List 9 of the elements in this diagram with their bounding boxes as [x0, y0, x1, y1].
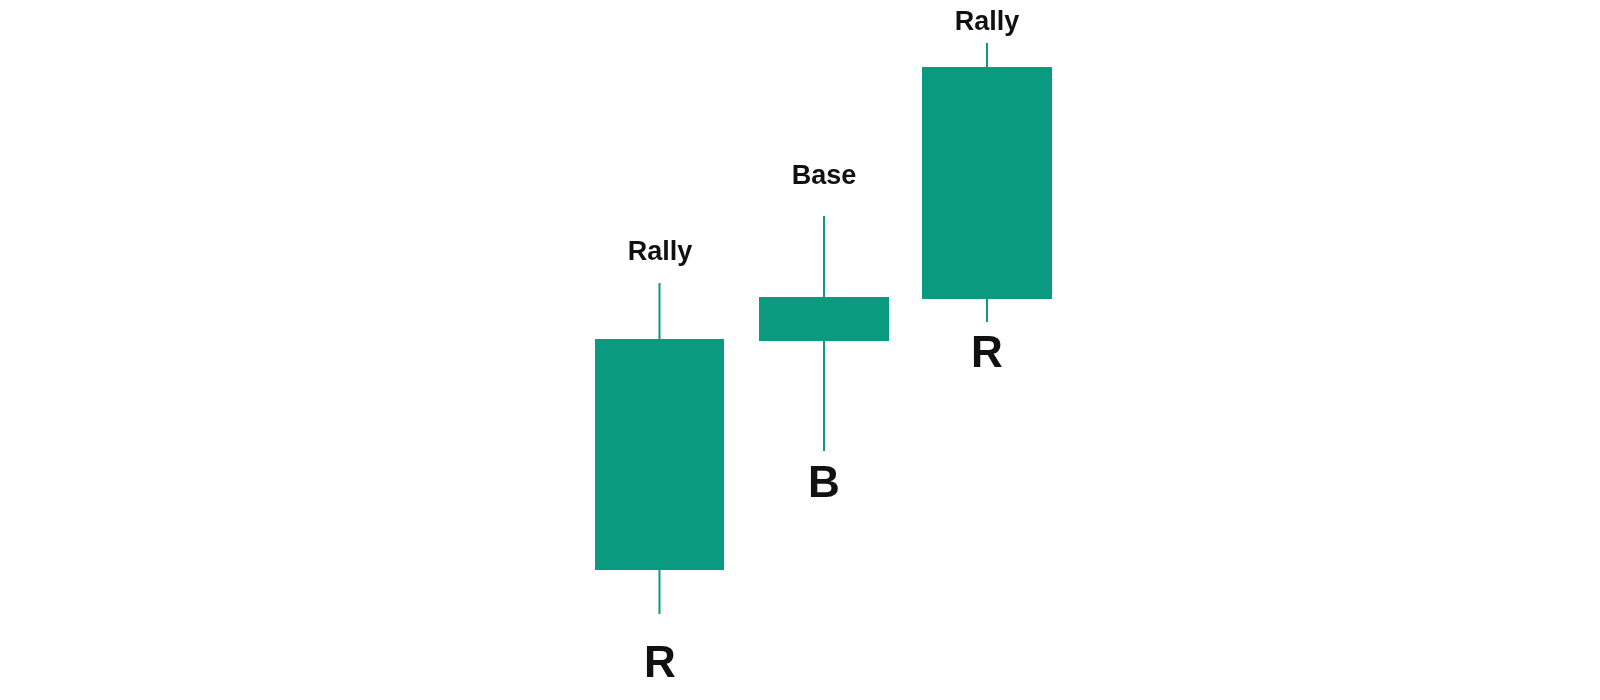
- candle-body: [922, 67, 1052, 299]
- candle-letter: B: [808, 460, 840, 504]
- candle-label: Rally: [627, 238, 693, 265]
- candle-letter: R: [971, 330, 1003, 374]
- candle-body: [595, 339, 724, 570]
- candle-body: [759, 297, 889, 341]
- candle-label: Base: [791, 162, 857, 189]
- candle-label: Rally: [954, 8, 1020, 35]
- candle-letter: R: [644, 640, 676, 684]
